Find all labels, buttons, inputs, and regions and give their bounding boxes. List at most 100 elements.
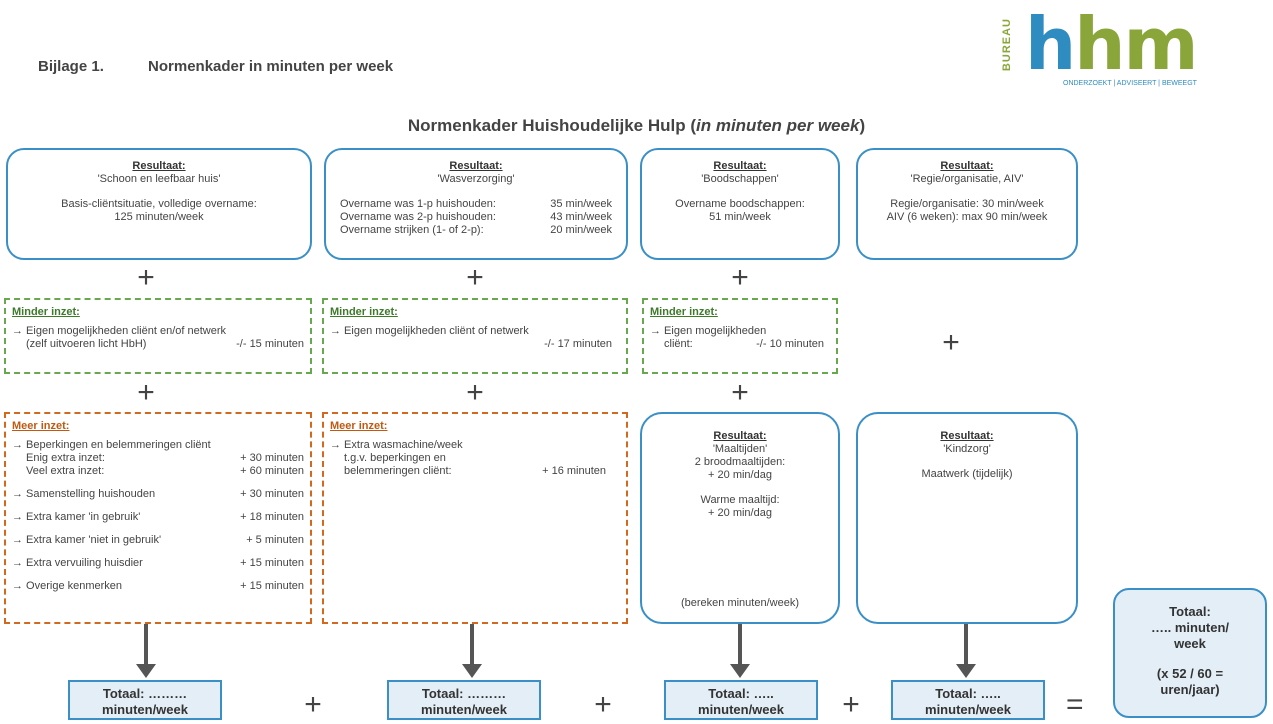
total-box-groceries-meals: Totaal: ….. minuten/week <box>664 680 818 720</box>
grand-total-line: uren/jaar) <box>1160 682 1220 697</box>
arrow-line <box>964 624 968 666</box>
arrow-down-icon <box>462 664 482 678</box>
plus-sign: + <box>942 326 960 359</box>
result-box-direction: Resultaat: 'Regie/organisatie, AIV' Regi… <box>856 148 1078 260</box>
result-row-label: Overname strijken (1- of 2-p): <box>340 224 484 236</box>
meer-inzet-item-value: + 18 minuten <box>240 511 304 523</box>
grand-total-line: week <box>1174 636 1206 651</box>
result-name: 'Maaltijden' <box>712 443 768 455</box>
total-unit: minuten/week <box>925 702 1011 717</box>
total-unit: minuten/week <box>698 702 784 717</box>
meer-inzet-line: t.g.v. beperkingen en <box>344 452 446 464</box>
meer-inzet-item-value: + 15 minuten <box>240 557 304 569</box>
grand-total-box: Totaal: ….. minuten/ week (x 52 / 60 = u… <box>1113 588 1267 718</box>
grand-total-line: Totaal: <box>1169 604 1211 619</box>
meer-inzet-sub-label: Veel extra inzet: <box>26 465 105 477</box>
arrow-line <box>144 624 148 666</box>
arrow-line <box>738 624 742 666</box>
result-title: Resultaat: <box>449 160 503 172</box>
result-row-value: 43 min/week <box>550 211 612 223</box>
meer-inzet-item-label: → Extra kamer 'niet in gebruik' <box>12 534 162 546</box>
logo-tagline: ONDERZOEKT | ADVISEERT | BEWEEGT <box>1063 80 1197 87</box>
grand-total-line: ….. minuten/ <box>1151 620 1229 635</box>
plus-sign: + <box>731 376 749 409</box>
diagram-title: Normenkader Huishoudelijke Hulp (in minu… <box>0 116 1273 136</box>
logo-h: h <box>1025 2 1076 86</box>
plus-sign: + <box>594 688 612 721</box>
result-title: Resultaat: <box>132 160 186 172</box>
meer-inzet-line: belemmeringen cliënt: <box>344 465 452 477</box>
logo-bureau-text: BUREAU <box>1001 18 1013 72</box>
result-title: Resultaat: <box>713 160 767 172</box>
total-label: Totaal: ……… <box>102 686 188 701</box>
meer-inzet-item-value: + 30 minuten <box>240 488 304 500</box>
result-name: 'Boodschappen' <box>701 173 779 185</box>
result-title: Resultaat: <box>940 430 994 442</box>
plus-sign: + <box>304 688 322 721</box>
result-line: + 20 min/dag <box>708 469 772 481</box>
arrow-down-icon <box>136 664 156 678</box>
minder-inzet-value: -/- 15 minuten <box>236 338 304 350</box>
minder-inzet-value: -/- 10 minuten <box>756 338 824 350</box>
plus-sign: + <box>137 261 155 294</box>
result-name: 'Wasverzorging' <box>437 173 515 185</box>
result-line: Maatwerk (tijdelijk) <box>921 468 1013 480</box>
total-unit: minuten/week <box>102 702 188 717</box>
result-row-label: Overname was 2-p huishouden: <box>340 211 496 223</box>
minder-inzet-box-clean-house: Minder inzet: → Eigen mogelijkheden clië… <box>4 298 312 374</box>
result-title: Resultaat: <box>940 160 994 172</box>
result-line: 51 min/week <box>709 211 771 223</box>
meer-inzet-item-label: → Overige kenmerken <box>12 580 123 592</box>
meer-inzet-item-label: → Extra vervuiling huisdier <box>12 557 143 569</box>
plus-sign: + <box>466 376 484 409</box>
minder-inzet-line: → Eigen mogelijkheden cliënt en/of netwe… <box>12 325 227 337</box>
minder-inzet-title: Minder inzet: <box>650 306 718 318</box>
total-label: Totaal: ….. <box>935 686 1001 701</box>
meer-inzet-item-label: → Samenstelling huishouden <box>12 488 156 500</box>
plus-sign: + <box>466 261 484 294</box>
arrow-down-icon <box>956 664 976 678</box>
minder-inzet-line: (zelf uitvoeren licht HbH) <box>26 338 147 350</box>
meer-inzet-line: → Extra wasmachine/week <box>330 439 463 451</box>
total-box-laundry: Totaal: ……… minuten/week <box>387 680 541 720</box>
result-line: AIV (6 weken): max 90 min/week <box>886 211 1048 223</box>
meer-inzet-item-label: → Extra kamer 'in gebruik' <box>12 511 141 523</box>
result-box-groceries: Resultaat: 'Boodschappen' Overname boods… <box>640 148 840 260</box>
meer-inzet-box-laundry: Meer inzet: → Extra wasmachine/week t.g.… <box>322 412 628 624</box>
meer-inzet-title: Meer inzet: <box>12 420 70 432</box>
result-row-value: 20 min/week <box>550 224 612 236</box>
result-box-laundry: Resultaat: 'Wasverzorging' Overname was … <box>324 148 628 260</box>
result-name: 'Schoon en leefbaar huis' <box>97 173 221 185</box>
diagram-title-italic: in minuten per week <box>696 116 860 135</box>
arrow-line <box>470 624 474 666</box>
result-line: 2 broodmaaltijden: <box>694 456 786 468</box>
meer-inzet-item-value: + 15 minuten <box>240 580 304 592</box>
meer-inzet-intro: → Beperkingen en belemmeringen cliënt <box>12 439 211 451</box>
minder-inzet-line: cliënt: <box>664 338 693 350</box>
result-box-meals: Resultaat: 'Maaltijden' 2 broodmaaltijde… <box>640 412 840 624</box>
total-box-direction-childcare: Totaal: ….. minuten/week <box>891 680 1045 720</box>
total-box-clean-house: Totaal: ……… minuten/week <box>68 680 222 720</box>
plus-sign: + <box>137 376 155 409</box>
arrow-down-icon <box>730 664 750 678</box>
annex-title: Normenkader in minuten per week <box>148 58 394 75</box>
annex-header: Bijlage 1. Normenkader in minuten per we… <box>38 58 393 75</box>
meer-inzet-title: Meer inzet: <box>330 420 388 432</box>
result-row-value: 35 min/week <box>550 198 612 210</box>
minder-inzet-line: → Eigen mogelijkheden cliënt of netwerk <box>330 325 529 337</box>
result-title: Resultaat: <box>713 430 767 442</box>
result-line: 125 minuten/week <box>114 211 204 223</box>
result-box-childcare: Resultaat: 'Kindzorg' Maatwerk (tijdelij… <box>856 412 1078 624</box>
plus-sign: + <box>731 261 749 294</box>
meer-inzet-sub-value: + 30 minuten <box>240 452 304 464</box>
result-line: Overname boodschappen: <box>675 198 805 210</box>
total-label: Totaal: ……… <box>421 686 507 701</box>
meals-footer-note: (bereken minuten/week) <box>680 597 799 609</box>
result-box-clean-house: Resultaat: 'Schoon en leefbaar huis' Bas… <box>6 148 312 260</box>
result-line: Basis-cliëntsituatie, volledige overname… <box>61 198 257 210</box>
meer-inzet-item-value: + 5 minuten <box>246 534 304 546</box>
meer-inzet-sub-value: + 60 minuten <box>240 465 304 477</box>
meer-inzet-sub-label: Enig extra inzet: <box>26 452 105 464</box>
grand-total-line: (x 52 / 60 = <box>1156 666 1224 681</box>
total-label: Totaal: ….. <box>708 686 774 701</box>
